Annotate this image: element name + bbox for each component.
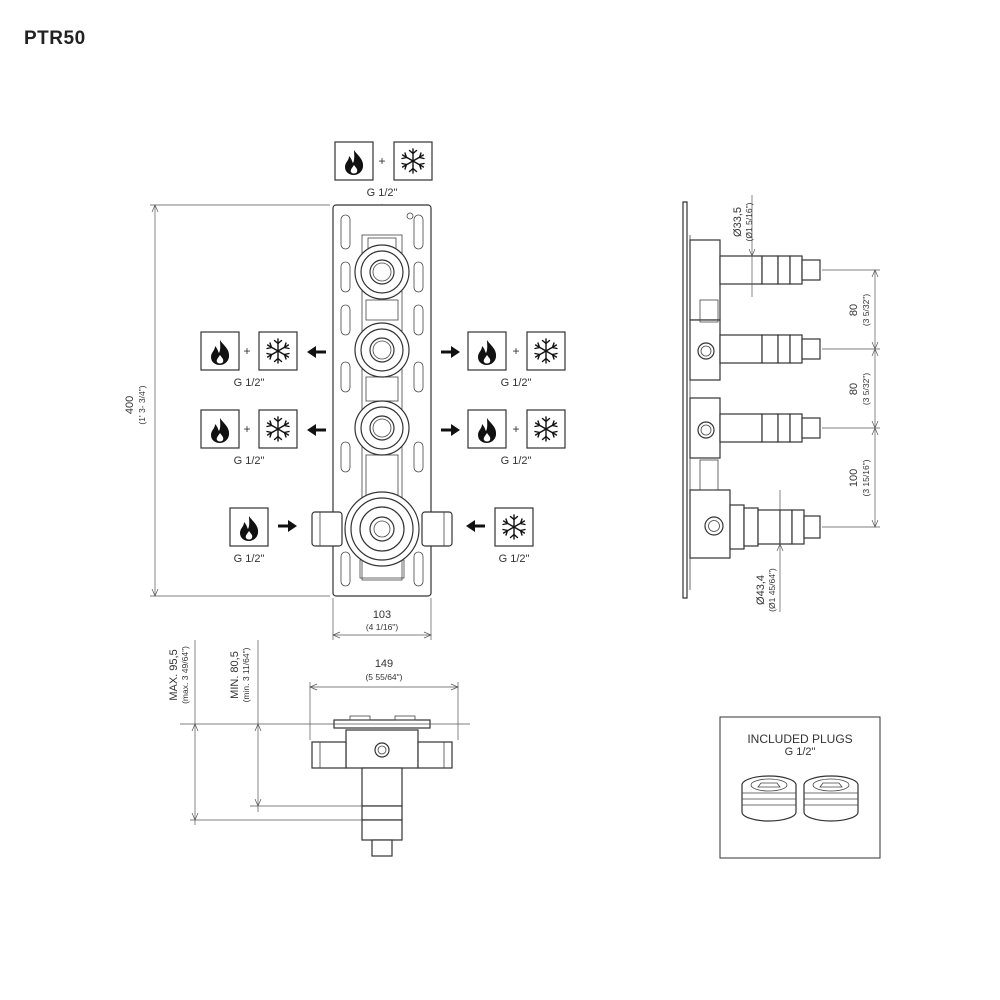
plus-sign: + [243,422,250,436]
dim-bottom-width: 149 [375,658,393,670]
dim-spacing-3-in: (3 15/16") [861,459,871,496]
flame-icon [467,331,507,371]
snowflake-icon [393,141,433,181]
connection-label-left-2: G 1/2" [234,455,265,467]
arrow-icon [464,518,487,534]
front-view: + G 1/2" [124,141,566,640]
dim-diameter-top: Ø33,5 [732,207,744,237]
dim-max-depth-in: (max. 3 49/64") [180,646,190,704]
dim-spacing-3: 100 [848,469,860,487]
plug-icon [741,775,797,822]
plus-sign: + [512,344,519,358]
snowflake-icon [258,409,298,449]
spindle-1 [719,255,821,285]
flame-icon [200,331,240,371]
snowflake-icon [526,331,566,371]
dim-width-in: (4 1/16") [366,622,398,632]
valve-3 [354,400,410,456]
dim-spacing-1: 80 [848,304,860,316]
dim-min-depth-in: (min. 3 11/64") [241,647,251,702]
arrow-icon [305,344,328,360]
flame-icon [229,507,269,547]
snowflake-icon [494,507,534,547]
snowflake-icon [526,409,566,449]
connection-label-inlet-hot: G 1/2" [234,553,265,565]
valve-2 [354,322,410,378]
included-plugs-box: INCLUDED PLUGS G 1/2" [719,716,881,859]
dim-diameter-bottom-in: (Ø1 45/64") [767,568,777,612]
connection-label-left-1: G 1/2" [234,377,265,389]
arrow-icon [439,344,462,360]
bottom-view: 149 (5 55/64") MAX. 95,5 (max. 3 49/64")… [168,640,470,857]
spindle-2 [719,334,821,364]
plugs-title: INCLUDED PLUGS [747,732,852,746]
connection-label-right-2: G 1/2" [501,455,532,467]
dim-height: 400 [124,396,136,414]
dim-spacing-2-in: (3 5/32") [861,373,871,405]
dim-max-depth: MAX. 95,5 [168,649,180,700]
plugs-size: G 1/2" [785,746,816,758]
dim-diameter-bottom: Ø43,4 [755,575,767,605]
plus-sign: + [512,422,519,436]
dim-height-in: (1' 3- 3/4") [137,385,147,424]
flame-icon [200,409,240,449]
connection-label-right-1: G 1/2" [501,377,532,389]
snowflake-icon [258,331,298,371]
dim-bottom-width-in: (5 55/64") [365,672,402,682]
connection-label-top: G 1/2" [367,187,398,199]
side-view: 80 (3 5/32") 80 (3 5/32") 100 (3 15/16")… [682,195,880,612]
plus-sign: + [378,154,385,168]
dim-width: 103 [373,609,391,621]
dim-min-depth: MIN. 80,5 [229,651,241,699]
arrow-icon [276,518,299,534]
spindle-3 [719,413,821,443]
drawing-title: PTR50 [24,28,86,49]
connection-label-inlet-cold: G 1/2" [499,553,530,565]
mixer-valve [311,491,453,567]
dim-diameter-top-in: (Ø1 5/16") [744,202,754,241]
arrow-icon [305,422,328,438]
dim-spacing-2: 80 [848,383,860,395]
plus-sign: + [243,344,250,358]
arrow-icon [439,422,462,438]
valve-1 [354,244,410,300]
flame-icon [467,409,507,449]
spindle-mixer [729,504,821,550]
dim-spacing-1-in: (3 5/32") [861,294,871,326]
plug-icon [803,775,859,822]
flame-icon [334,141,374,181]
